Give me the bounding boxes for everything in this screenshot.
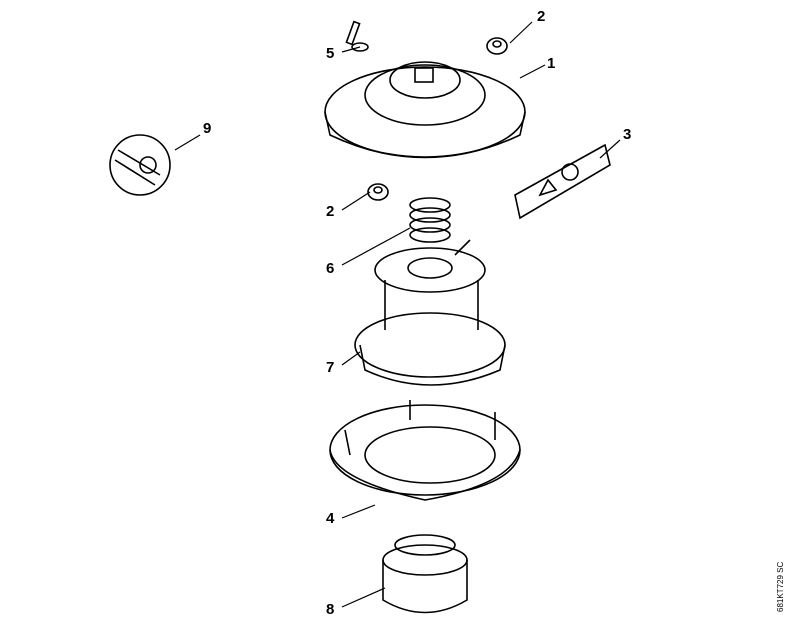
callout-7: 7 <box>326 359 335 376</box>
part-8-knob <box>382 534 468 614</box>
callout-9: 9 <box>203 120 212 137</box>
callout-2-top: 2 <box>537 8 546 25</box>
callout-2-bottom: 2 <box>326 203 335 220</box>
callout-4: 4 <box>326 510 335 527</box>
part-2-nut-bottom <box>367 183 389 201</box>
part-1-cover <box>324 61 526 159</box>
callout-8: 8 <box>326 601 335 618</box>
part-9-line-detail <box>109 134 171 196</box>
part-4-housing <box>329 400 521 501</box>
part-6-spring <box>409 197 451 243</box>
callout-1: 1 <box>547 55 556 72</box>
drawing-code: 681KT729 SC <box>776 561 785 612</box>
part-3-warning-label <box>514 143 611 220</box>
callout-3: 3 <box>623 126 632 143</box>
callout-6: 6 <box>326 260 335 277</box>
part-5-screw <box>345 20 369 52</box>
callout-5: 5 <box>326 45 335 62</box>
part-7-spool <box>354 239 506 386</box>
part-2-nut-top <box>486 37 508 55</box>
